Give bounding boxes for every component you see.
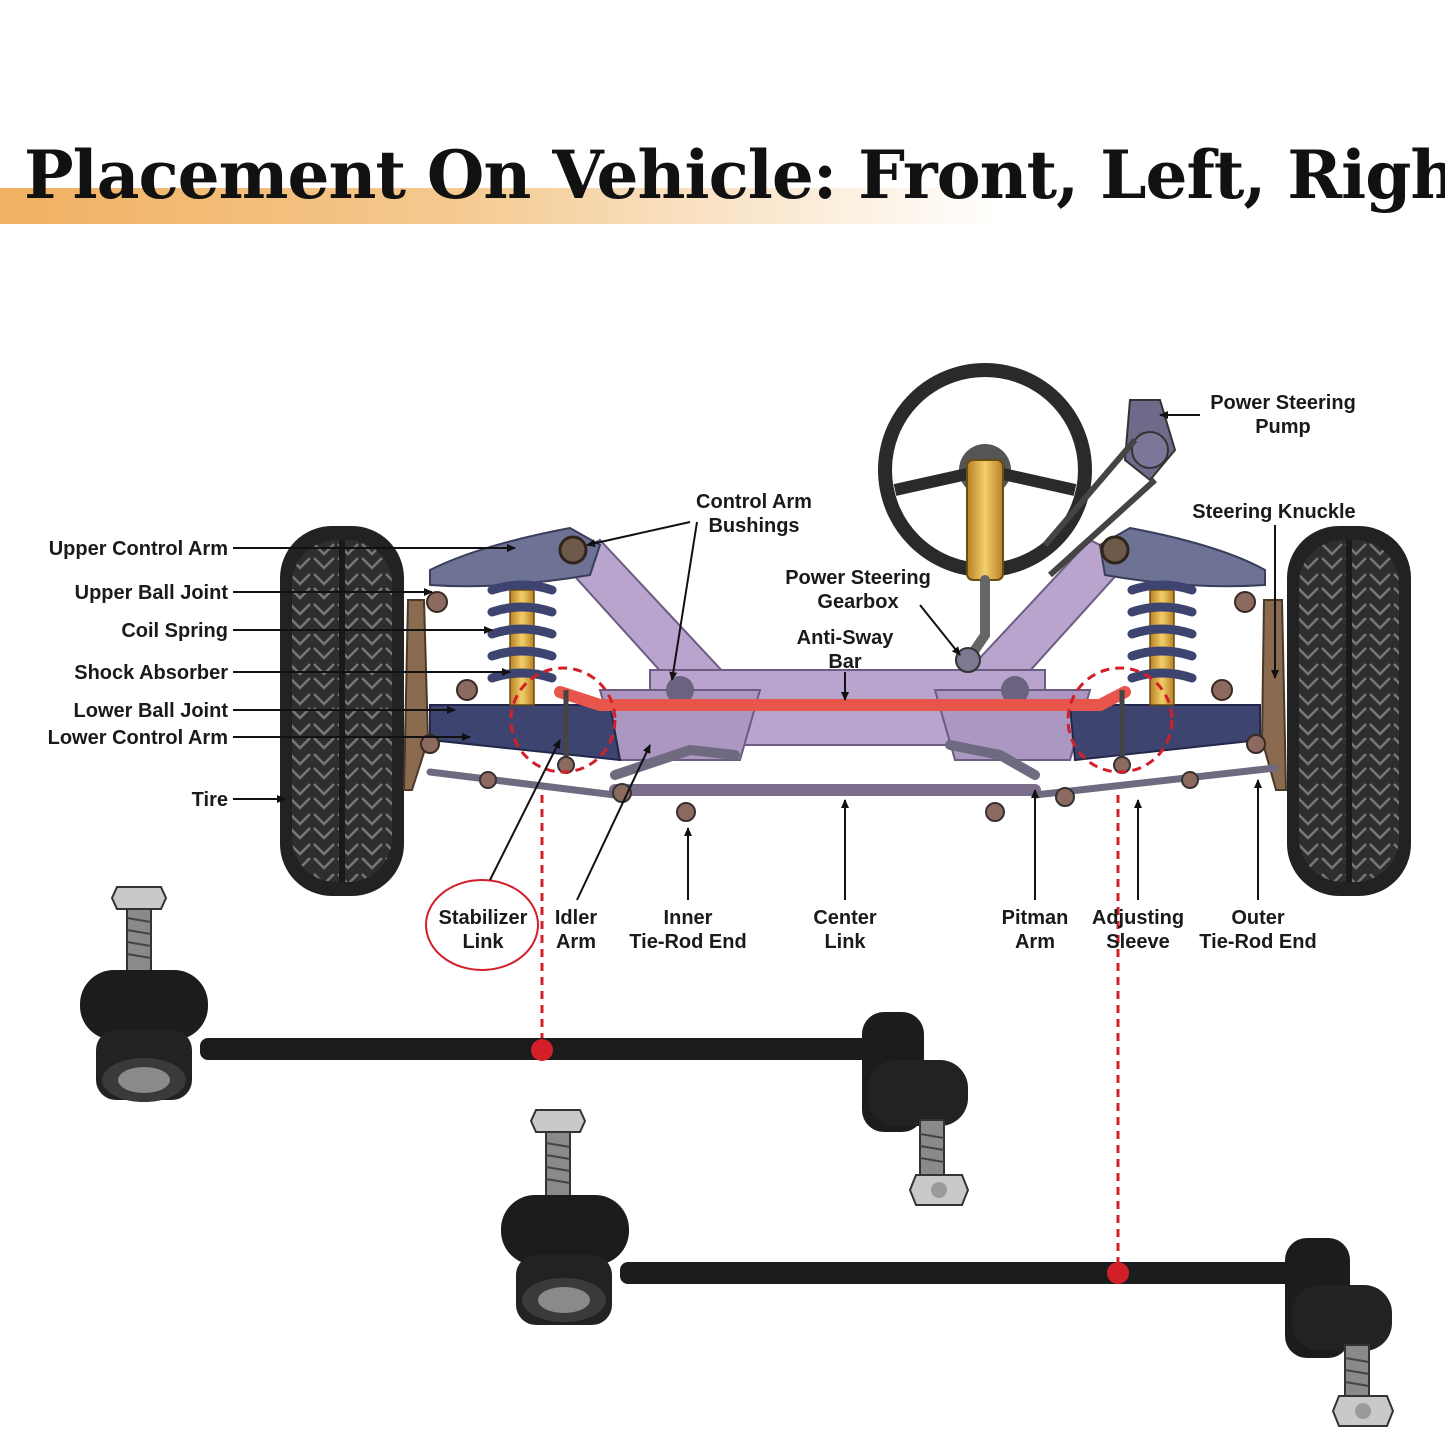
page-title: Placement On Vehicle: Front, Left, Right <box>24 136 1445 214</box>
ball-joints <box>420 591 1266 754</box>
stabilizer-link-product-1 <box>80 886 970 1206</box>
label-anti-sway-bar-line2: Bar <box>828 651 862 673</box>
pump-pulley <box>1131 431 1169 469</box>
anti-sway-bar <box>554 686 1131 711</box>
label-upper-ball-joint: Upper Ball Joint <box>75 582 229 604</box>
tie-rod-left <box>426 768 619 799</box>
label-adjusting-sleeve-line1: Adjusting <box>1092 907 1184 929</box>
tie-rod-ends <box>479 771 1199 822</box>
label-control-arm-bushings-line1: Control Arm <box>696 491 812 513</box>
link-marker-2 <box>1107 1262 1129 1284</box>
label-inner-tie-rod-end-line2: Tie-Rod End <box>629 931 746 953</box>
label-lower-control-arm: Lower Control Arm <box>48 727 228 749</box>
steering-knuckle-right <box>1260 599 1288 791</box>
tire-right <box>1287 526 1411 896</box>
label-lower-ball-joint: Lower Ball Joint <box>74 700 229 722</box>
highlight-guides <box>540 795 1120 1273</box>
label-center-link-line2: Link <box>824 931 866 953</box>
label-stabilizer-link-line2: Link <box>462 931 504 953</box>
pump-hose <box>1042 438 1158 578</box>
label-stabilizer-link-line1: Stabilizer <box>439 907 528 929</box>
label-power-steering-gearbox-line2: Gearbox <box>817 591 898 613</box>
title-highlight-band <box>0 188 1000 224</box>
label-anti-sway-bar-line1: Anti-Sway <box>797 627 895 649</box>
label-power-steering-gearbox-line1: Power Steering <box>785 567 931 589</box>
label-center-link-line1: Center <box>813 907 877 929</box>
label-idler-arm-line1: Idler <box>555 907 597 929</box>
label-upper-control-arm: Upper Control Arm <box>49 538 228 560</box>
label-shock-absorber: Shock Absorber <box>74 662 228 684</box>
link-marker-1 <box>531 1039 553 1061</box>
label-tire: Tire <box>192 789 228 811</box>
upper-bushing-left <box>558 535 588 565</box>
label-power-steering-pump-line1: Power Steering <box>1210 392 1356 414</box>
label-idler-arm-line2: Arm <box>556 931 596 953</box>
label-inner-tie-rod-end-line1: Inner <box>664 907 713 929</box>
steering-knuckle-left <box>402 599 430 791</box>
label-pitman-arm-line1: Pitman <box>1002 907 1069 929</box>
label-pitman-arm-line2: Arm <box>1015 931 1055 953</box>
upper-control-arm-left <box>429 526 602 588</box>
upper-control-arm-right <box>1098 526 1266 588</box>
highlight-rings <box>509 666 1174 774</box>
tie-rod-right <box>1031 764 1279 799</box>
upper-bushing-right <box>1100 535 1130 565</box>
leader-lines <box>233 411 1279 901</box>
label-power-steering-pump-line2: Pump <box>1255 416 1311 438</box>
stabilizer-link-product-2 <box>501 1109 1395 1427</box>
pitman-arm <box>945 740 1040 780</box>
coil-spring-right <box>1127 580 1197 683</box>
stabilizer-link-label-ring <box>425 879 539 971</box>
label-control-arm-bushings-line2: Bushings <box>708 515 799 537</box>
label-outer-tie-rod-end-line1: Outer <box>1231 907 1285 929</box>
label-steering-knuckle: Steering Knuckle <box>1192 501 1355 523</box>
label-outer-tie-rod-end-line2: Tie-Rod End <box>1199 931 1316 953</box>
label-adjusting-sleeve-line2: Sleeve <box>1106 931 1169 953</box>
lower-control-arm-right <box>1068 704 1261 762</box>
coil-spring-left <box>487 580 557 683</box>
power-steering-gearbox <box>955 647 981 673</box>
steering-column <box>966 459 1004 581</box>
label-coil-spring: Coil Spring <box>121 620 228 642</box>
lower-control-arm-left <box>429 704 622 762</box>
